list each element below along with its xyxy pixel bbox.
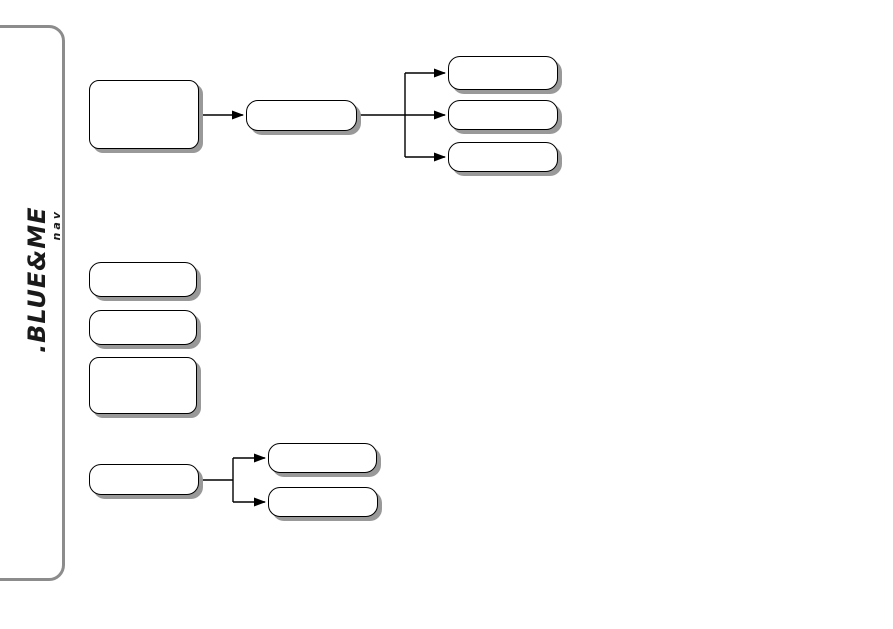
flow-node-bottom-root bbox=[89, 464, 199, 495]
flow-node-middle-item-2 bbox=[89, 310, 197, 345]
flow-node-bottom-option-1 bbox=[268, 443, 377, 473]
logo-product-text: nav bbox=[49, 209, 63, 241]
flow-node-top-mid bbox=[246, 100, 357, 131]
flow-node-bottom-option-2 bbox=[268, 487, 378, 517]
flow-node-top-option-1 bbox=[448, 56, 558, 90]
flow-node-top-option-3 bbox=[448, 142, 558, 172]
flow-node-middle-item-1 bbox=[89, 262, 197, 297]
flow-node-top-root bbox=[89, 80, 199, 149]
blueandme-logo: .BLUE&ME nav bbox=[23, 203, 63, 353]
flow-node-top-option-2 bbox=[448, 100, 558, 130]
logo-brand-text: .BLUE&ME bbox=[22, 206, 51, 353]
flow-node-middle-item-3 bbox=[89, 357, 197, 414]
sidebar-frame bbox=[0, 25, 65, 581]
